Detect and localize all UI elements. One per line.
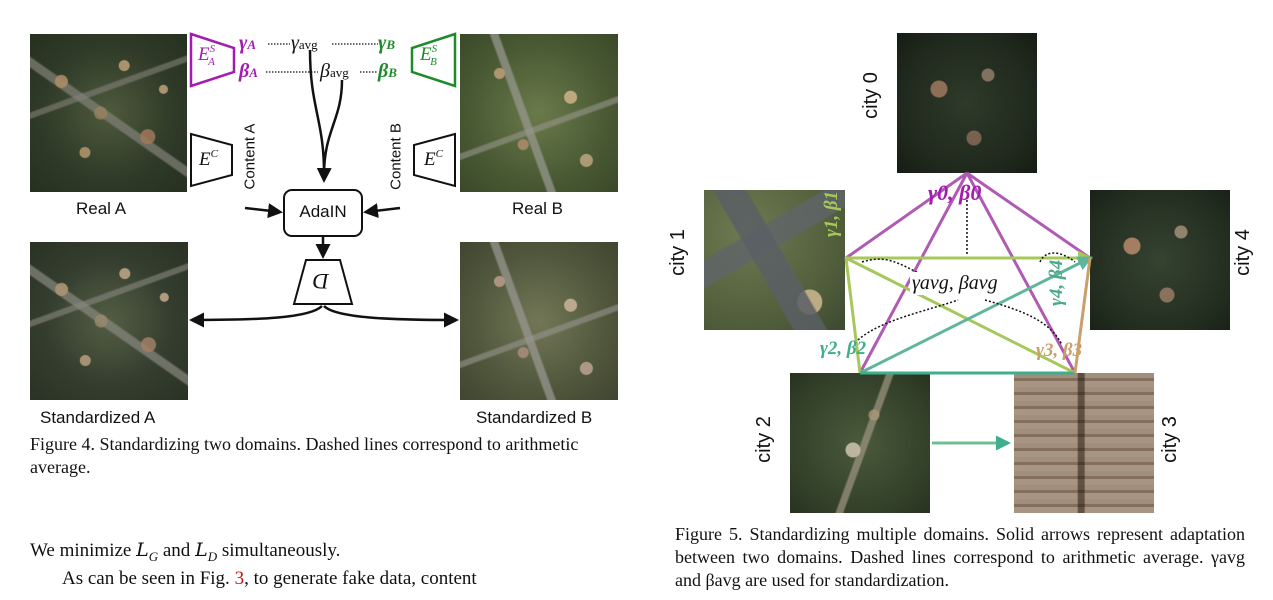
style-encoder-b-label: ESB [420, 43, 438, 68]
decoder-to-a-arrow [189, 305, 323, 328]
decoder-to-b-arrow [323, 305, 459, 328]
figure-3-link[interactable]: 3 [234, 568, 245, 589]
beta-b-label: βB [378, 60, 397, 82]
avg-dot-bottom-right [984, 299, 1063, 346]
gamma0-beta0-label: γ0, β0 [928, 180, 982, 205]
style-encoder-a-label: ESA [198, 43, 216, 68]
city-0-image [897, 33, 1037, 173]
standardized-b-label: Standardized B [476, 408, 593, 427]
standardized-b-image [460, 242, 618, 400]
figure-5-arrows [844, 171, 1093, 451]
edge-0-4 [966, 171, 1091, 260]
figure-4-diagram [189, 32, 459, 328]
gamma-avg-label: γavg [291, 32, 318, 54]
body-line-1: We minimize LG and LD simultaneously. [30, 539, 341, 564]
edge-1-3 [845, 256, 1076, 375]
avg-dot-right [1039, 252, 1076, 263]
city-2-image [790, 373, 930, 513]
edge-2-4 [859, 256, 1093, 375]
beta-a-label: βA [239, 60, 258, 82]
edge-0-1 [845, 171, 968, 260]
content-encoder-b-label: EC [424, 148, 443, 170]
avg-dot-bottom-left [857, 299, 959, 341]
content-encoder-a-shape [190, 132, 233, 188]
beta-avg-arrow [322, 79, 344, 176]
style-encoder-a-shape [189, 32, 236, 88]
real-a-label: Real A [76, 199, 127, 218]
standardized-a-image [30, 242, 188, 400]
beta-avg-label: βavg [320, 60, 349, 82]
real-b-label: Real B [512, 199, 564, 218]
decoder-shape [292, 259, 354, 305]
gamma-b-label: γB [378, 32, 395, 54]
real-b-image [460, 34, 618, 192]
figure-4-caption: Figure 4. Standardizing two domains. Das… [30, 434, 579, 477]
figure-5-caption: Figure 5. Standardizing multiple domains… [675, 524, 1245, 590]
edge-0-3 [965, 172, 1077, 374]
body-line-2: As can be seen in Fig. 3, to generate fa… [62, 568, 477, 589]
gamma-a-label: γA [239, 32, 256, 54]
standardized-a-label: Standardized A [40, 408, 156, 427]
real-a-image [30, 34, 187, 192]
content-a-label: Content A [241, 123, 259, 190]
content-encoder-a-label: EC [199, 148, 218, 170]
edge-1-2 [844, 257, 862, 374]
decoder-label: D [313, 269, 329, 294]
gamma1-beta1-label: γ1, β1 [821, 190, 842, 237]
city-1-image [704, 190, 845, 330]
content-encoder-b-shape [413, 132, 456, 188]
edge-3-4 [1073, 257, 1092, 374]
avg-label: γavg, βavg [910, 272, 1000, 295]
style-encoder-b-shape [410, 32, 457, 88]
gamma2-beta2-label: γ2, β2 [820, 338, 867, 359]
gamma3-beta3-label: γ3, β3 [1036, 340, 1083, 361]
gamma4-beta4-label: γ4, β4 [1046, 259, 1067, 306]
city-4-image [1090, 190, 1230, 330]
adain-label: AdaIN [299, 202, 347, 221]
content-b-label: Content B [387, 123, 405, 190]
content-b-arrow [363, 203, 401, 219]
content-a-arrow [244, 203, 283, 219]
city-3-image [1014, 373, 1154, 513]
